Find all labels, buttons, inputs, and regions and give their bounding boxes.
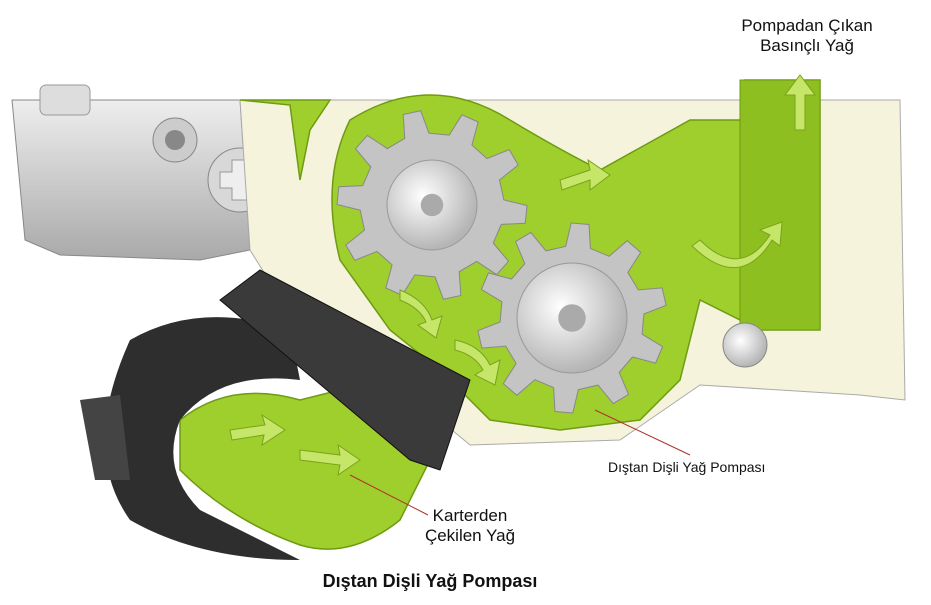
- arrow-curve-icon: [399, 289, 443, 339]
- arrow-curve-icon: [691, 221, 783, 269]
- mounting-bracket: [11, 84, 273, 261]
- drive-gear: [336, 110, 528, 300]
- arrow-right-icon: [559, 158, 611, 191]
- hose-clip: [80, 395, 130, 480]
- leader-line-pump: [594, 409, 691, 456]
- intake-hose: [80, 269, 471, 560]
- intake-label: Karterden Çekilen Yağ: [424, 506, 516, 546]
- outlet-pipe: [739, 79, 821, 331]
- arrow-curve-icon: [454, 339, 501, 386]
- arrow-up-icon: [784, 74, 816, 131]
- arrow-right-icon: [299, 443, 361, 477]
- leader-line-intake: [349, 474, 429, 516]
- pump-label: Dıştan Dişli Yağ Pompası: [608, 459, 766, 475]
- flow-arrows: [229, 74, 816, 477]
- arrow-right-icon: [229, 413, 286, 447]
- outlet-label: Pompadan Çıkan Basınçlı Yağ: [741, 16, 873, 56]
- relief-valve: [722, 322, 768, 368]
- figure-caption: Dıştan Dişli Yağ Pompası: [322, 571, 538, 591]
- driven-gear: [477, 222, 667, 414]
